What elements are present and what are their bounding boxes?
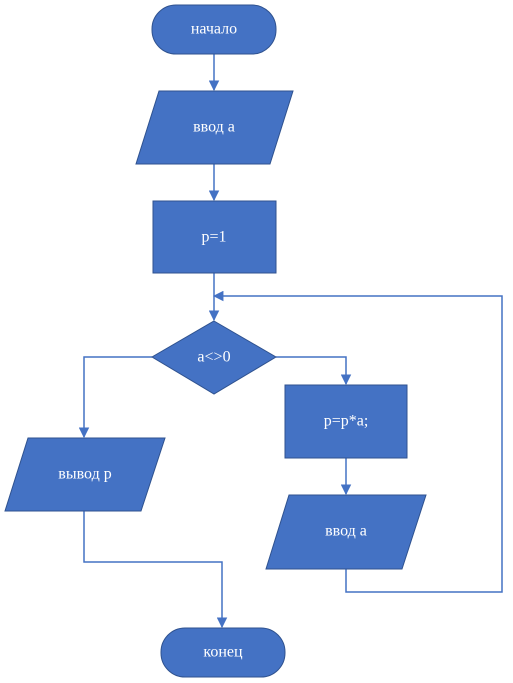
- connectors: [78, 54, 503, 629]
- multiply-label: p=p*a;: [324, 413, 369, 430]
- input-a-loop-parallelogram: ввод а: [265, 494, 427, 570]
- input-a-label: ввод а: [193, 119, 235, 136]
- start-terminator: начало: [151, 4, 277, 55]
- input-a-loop-label: ввод а: [325, 523, 367, 540]
- output-p-label: вывод p: [58, 466, 111, 483]
- arrow-condition-yes-branch: [276, 356, 352, 386]
- multiply-process: p=p*a;: [284, 384, 408, 459]
- assign-p-label: p=1: [201, 229, 226, 246]
- output-p-parallelogram: вывод p: [4, 437, 166, 512]
- assign-p-process: p=1: [152, 200, 277, 274]
- condition-label: a<>0: [197, 349, 230, 366]
- start-label: начало: [191, 21, 237, 38]
- input-a-parallelogram: ввод а: [135, 90, 294, 165]
- arrow-output-to-end: [83, 511, 228, 629]
- arrow-condition-no-branch: [78, 356, 152, 439]
- loop-back-arrow: [212, 290, 503, 593]
- end-terminator: конец: [160, 627, 286, 678]
- condition-decision: a<>0: [151, 320, 277, 395]
- end-label: конец: [203, 644, 243, 661]
